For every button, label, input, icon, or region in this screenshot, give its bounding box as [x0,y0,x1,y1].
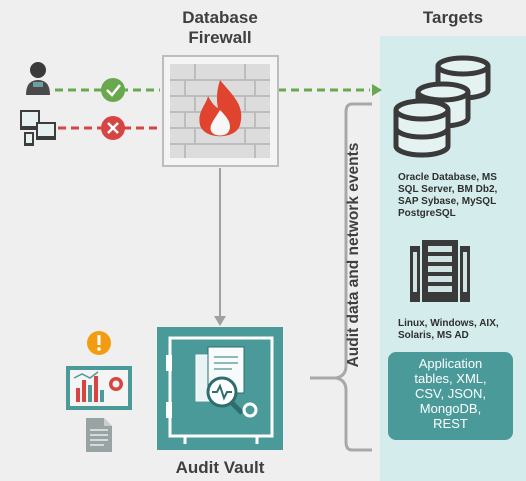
os-label-line: Solaris, MS AD [398,330,469,341]
report-chart-icon [66,366,132,410]
audit-vault-title: Audit Vault [175,458,265,477]
check-icon [101,78,125,102]
user-icon [26,62,50,95]
brick-wall-flame-icon [162,55,279,167]
databases-label-line: SQL Server, BM Db2, [398,184,498,195]
applications-box: Application tables, XML, CSV, JSON, Mong… [388,352,513,440]
os-label-line: Linux, Windows, AIX, [398,318,499,329]
applications-label-line: Application [418,356,483,371]
applications-label-line: CSV, JSON, [414,386,487,401]
alert-icon [87,331,111,355]
databases-label-line: SAP Sybase, MySQL [398,196,497,207]
applications-label-line: MongoDB, [419,401,482,416]
database-icon [393,55,491,158]
vault-arrowhead [214,316,226,326]
databases-label-line: Oracle Database, MS [398,172,497,183]
firewall-title: Database Firewall [150,8,290,48]
applications-label-line: REST [433,416,468,431]
server-rack-icon [410,240,470,302]
vault-icon [157,327,283,450]
firewall-title-line1: Database [182,8,258,27]
os-label: Linux, Windows, AIX, Solaris, MS AD [398,318,522,342]
firewall-title-line2: Firewall [188,28,252,47]
dashboard-devices-icon [20,110,56,146]
targets-title: Targets [422,8,484,27]
allowed-arrowhead [372,84,382,96]
applications-label-line: tables, XML, [414,371,487,386]
cross-icon [101,116,125,140]
audit-data-label: Audit data and network events [345,142,362,368]
document-icon [86,418,112,452]
databases-label: Oracle Database, MS SQL Server, BM Db2, … [398,172,522,220]
bracket [310,102,372,452]
databases-label-line: PostgreSQL [398,208,456,219]
